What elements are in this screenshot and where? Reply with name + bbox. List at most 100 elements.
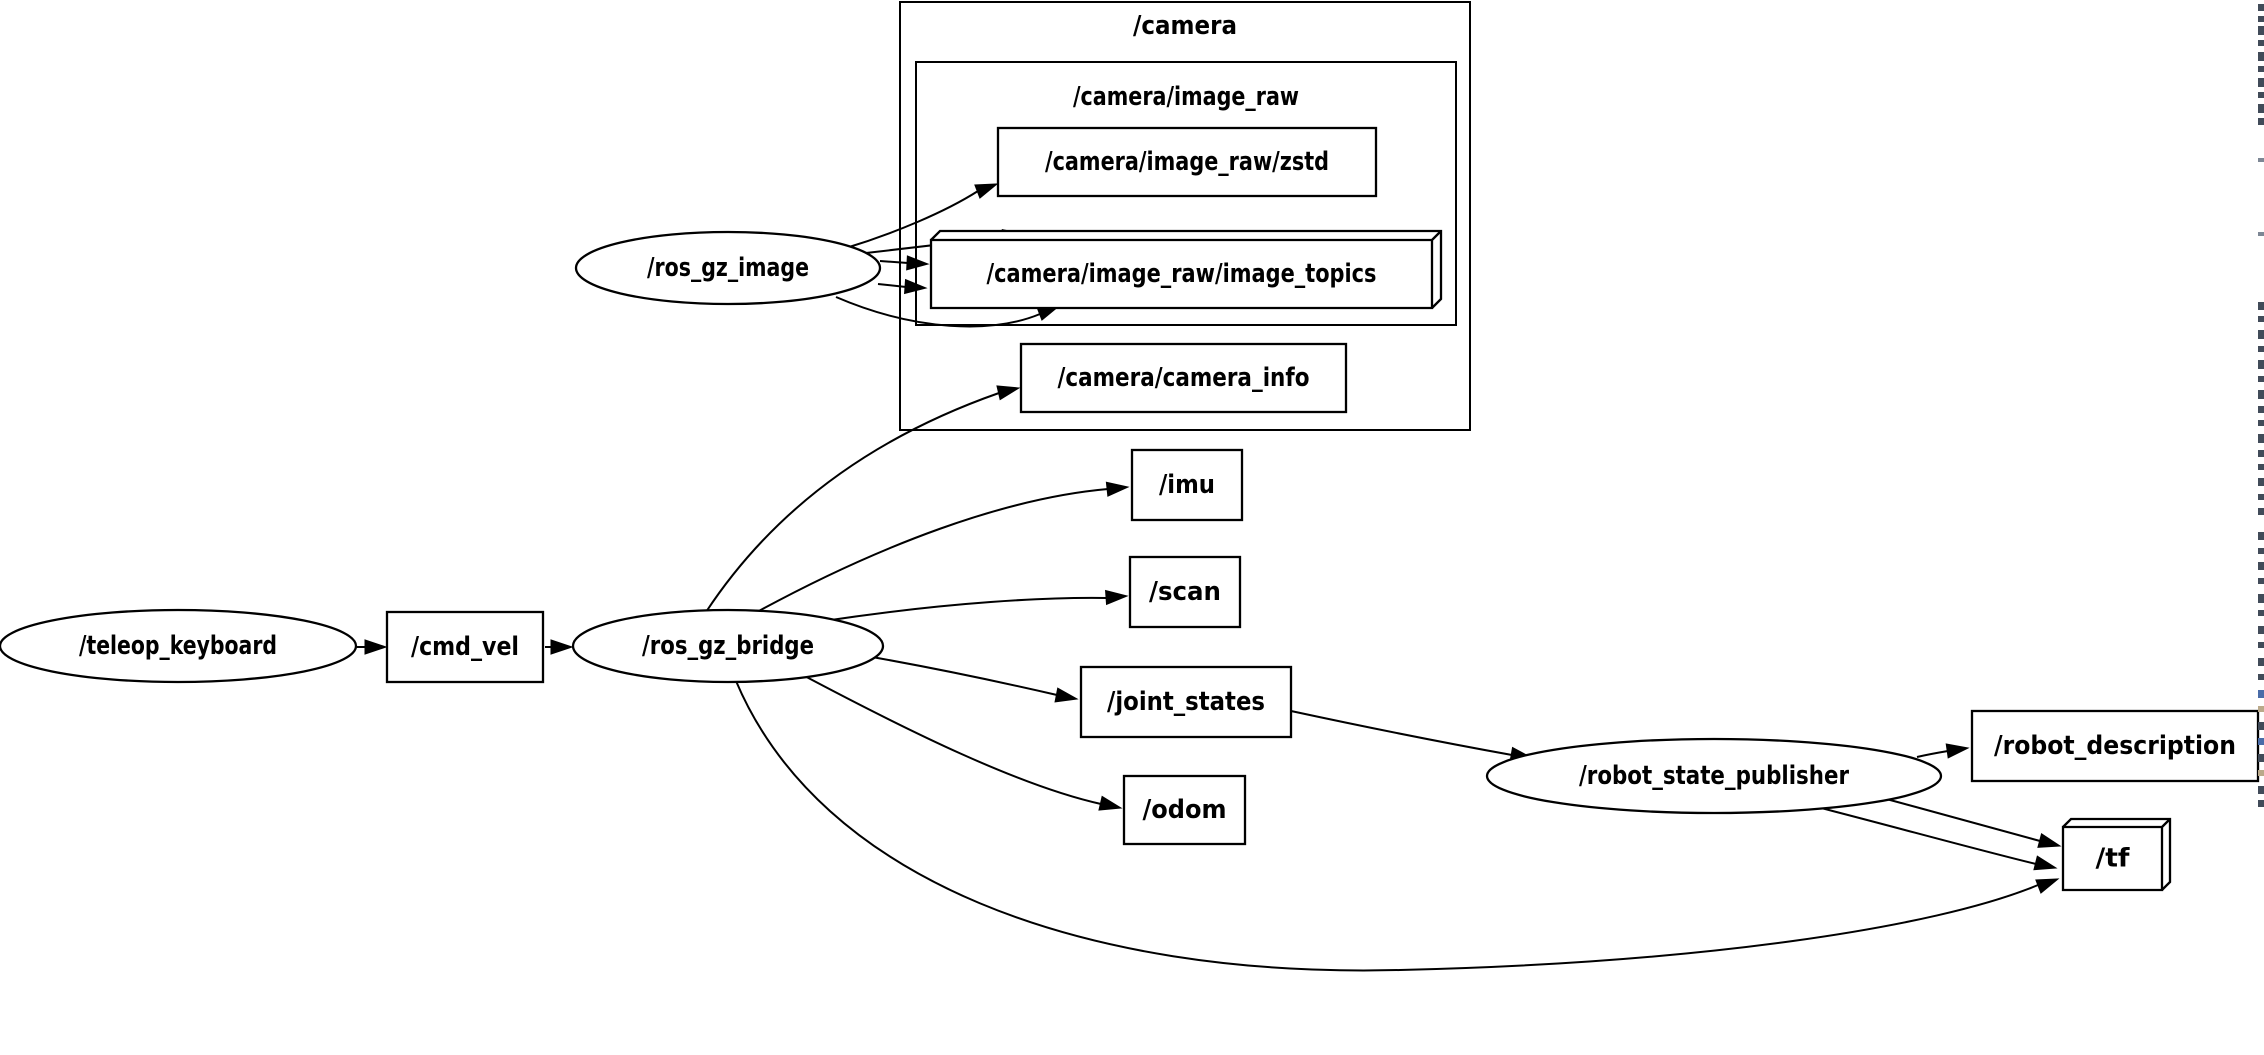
edge-ros_gz_bridge-to-tf [735,680,2039,972]
cluster-camera_image_raw-border [915,61,1457,326]
clipped-window-edge-mark [2258,316,2264,322]
node-ros_gz_image-label: /ros_gz_image [647,253,809,283]
clipped-window-edge-artifact [2258,4,2264,807]
clipped-window-edge-mark [2258,450,2264,457]
clipped-window-edge-mark [2258,158,2264,162]
edge-ros_gz_image-to-zstd [845,190,979,249]
node-teleop_keyboard [0,608,358,684]
clipped-window-edge-mark [2258,52,2264,61]
edge-ros_gz_bridge-to-odom [798,672,1102,805]
clipped-window-edge-mark [2258,16,2264,22]
clipped-window-edge-mark [2258,642,2264,648]
clipped-window-edge-mark [2258,478,2264,486]
edge-ros_gz_image-to-image_topics-bottom [835,296,1041,328]
edge-ros_gz_bridge-to-tf-arrowhead [2035,878,2060,894]
node-cmd_vel-label: /cmd_vel [411,632,519,662]
node-teleop_keyboard-label: /teleop_keyboard [79,631,277,661]
node-tf-label: /tf [2096,844,2131,874]
clipped-window-edge-mark [2258,532,2264,540]
clipped-window-edge-mark [2258,4,2264,11]
clipped-window-edge-mark [2258,626,2264,634]
edge-robot_state_publisher-to-tf-1-arrowhead [2037,833,2062,848]
clipped-window-edge-mark [2258,434,2264,443]
edge-ros_gz_bridge-to-camera_info-arrowhead [996,385,1021,401]
clipped-window-edge-mark [2258,118,2264,125]
edge-robot_state_publisher-to-tf-2-arrowhead [2033,855,2058,871]
node-camera_image_raw_image_topics-label: /camera/image_raw/image_topics [987,259,1377,289]
clipped-window-edge-mark [2258,690,2264,698]
edge-cmd_vel-to-ros_gz_bridge-arrowhead [550,639,574,655]
node-scan-label: /scan [1149,577,1221,607]
node-camera_image_raw_image_topics [929,229,1443,310]
edge-ros_gz_image-to-image_topics-left2 [877,283,907,288]
edge-joint_states-to-robot_state_publisher [1290,710,1513,756]
edge-robot_state_publisher-to-robot_description [1916,750,1949,758]
clipped-window-edge-mark [2258,674,2264,680]
clipped-window-edge-mark [2258,548,2264,554]
node-imu [1130,448,1244,522]
node-odom-label: /odom [1143,795,1227,825]
edge-teleop_keyboard-to-cmd_vel-arrowhead [364,639,388,655]
edge-ros_gz_bridge-to-scan [823,596,1108,622]
node-robot_description [1970,709,2260,783]
node-robot_description-label: /robot_description [1994,731,2236,761]
cluster-camera_image_raw-label: /camera/image_raw [1073,82,1299,112]
edge-robot_state_publisher-to-tf-2 [1820,807,2037,865]
edge-robot_state_publisher-to-tf-1 [1878,796,2041,842]
node-joint_states-label: /joint_states [1107,687,1265,717]
clipped-window-edge-mark [2258,26,2264,35]
clipped-window-edge-mark [2258,464,2264,470]
clipped-window-edge-mark [2258,786,2264,794]
clipped-window-edge-mark [2258,360,2264,369]
clipped-window-edge-mark [2258,302,2264,310]
node-camera_camera_info [1019,342,1348,414]
edge-ros_gz_bridge-to-joint_states [871,656,1058,696]
cluster-camera-label: /camera [1133,11,1237,41]
cluster-camera-border [899,1,1471,431]
clipped-window-edge-mark [2258,346,2264,352]
clipped-window-edge-mark [2258,800,2264,807]
clipped-window-edge-mark [2258,562,2264,570]
node-ros_gz_bridge-label: /ros_gz_bridge [642,631,814,661]
node-camera_image_raw_zstd-label: /camera/image_raw/zstd [1045,147,1329,177]
node-imu-label: /imu [1159,470,1215,500]
edge-ros_gz_bridge-to-scan-arrowhead [1105,589,1129,606]
node-joint_states [1079,665,1293,739]
clipped-window-edge-mark [2258,706,2264,712]
node-camera_camera_info-label: /camera/camera_info [1058,363,1310,393]
edge-robot_state_publisher-to-robot_description-arrowhead [1945,743,1970,759]
clipped-window-edge-mark [2258,40,2264,46]
clipped-window-edge-mark [2258,390,2264,399]
edge-ros_gz_image-to-zstd-arrowhead [974,183,999,199]
node-robot_state_publisher-label: /robot_state_publisher [1579,761,1849,791]
node-ros_gz_bridge [571,608,885,684]
node-scan [1128,555,1242,629]
edge-ros_gz_bridge-to-imu-arrowhead [1105,481,1130,497]
node-ros_gz_image [574,230,882,306]
edge-ros_gz_image-to-image_topics-left2-arrowhead [904,278,928,295]
edge-ros_gz_image-to-image_topics-left1-arrowhead [906,255,930,271]
clipped-window-edge-mark [2258,78,2264,87]
clipped-window-edge-mark [2258,610,2264,616]
clipped-window-edge-mark [2258,420,2264,426]
clipped-window-edge-mark [2258,92,2264,98]
clipped-window-edge-mark [2258,104,2264,113]
clipped-window-edge-mark [2258,232,2264,236]
clipped-window-edge-mark [2258,508,2264,515]
clipped-window-edge-mark [2258,770,2264,776]
clipped-window-edge-mark [2258,658,2264,666]
edge-ros_gz_image-to-image_topics-left1 [879,260,909,264]
node-tf [2061,817,2172,892]
node-odom [1122,774,1247,846]
edge-ros_gz_bridge-to-joint_states-arrowhead [1054,687,1079,703]
clipped-window-edge-mark [2258,594,2264,603]
clipped-window-edge-mark [2258,738,2264,745]
clipped-window-edge-mark [2258,376,2264,382]
clipped-window-edge-mark [2258,754,2264,762]
clipped-window-edge-mark [2258,406,2264,413]
node-camera_image_raw_zstd [996,126,1378,198]
clipped-window-edge-mark [2258,330,2264,339]
clipped-window-edge-mark [2258,494,2264,500]
clipped-window-edge-mark [2258,66,2264,72]
